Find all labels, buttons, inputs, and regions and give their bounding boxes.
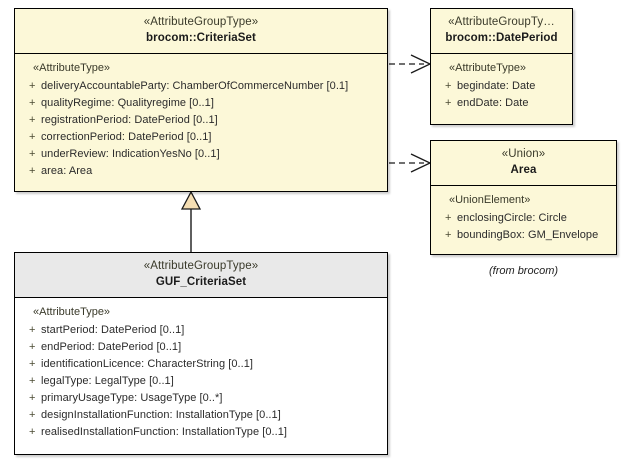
attribute-label: registrationPeriod: DatePeriod [0..1] <box>41 114 218 126</box>
attribute-row[interactable]: + registrationPeriod: DatePeriod [0..1] <box>15 112 387 129</box>
attribute-compartment-area: «UnionElement» + enclosingCircle: Circle… <box>431 186 616 249</box>
compartment-stereotype: «AttributeType» <box>33 62 111 74</box>
class-stereotype: «AttributeGroupTy… <box>448 16 555 28</box>
visibility-marker: + <box>29 324 36 336</box>
attribute-label: qualityRegime: Qualityregime [0..1] <box>41 97 214 109</box>
class-stereotype: «AttributeGroupType» <box>143 260 259 272</box>
attribute-label: realisedInstallationFunction: Installati… <box>41 426 288 438</box>
attribute-row[interactable]: + designInstallationFunction: Installati… <box>15 407 387 424</box>
attribute-label: correctionPeriod: DatePeriod [0..1] <box>41 131 212 143</box>
attribute-label: legalType: LegalType [0..1] <box>41 375 174 387</box>
attribute-row[interactable]: + boundingBox: GM_Envelope <box>431 227 616 244</box>
dependency-criteriaset-to-area <box>389 153 432 173</box>
visibility-marker: + <box>445 229 452 241</box>
attribute-row[interactable]: + begindate: Date <box>431 78 572 95</box>
attribute-label: underReview: IndicationYesNo [0..1] <box>41 148 220 160</box>
compartment-stereotype: «AttributeType» <box>33 306 111 318</box>
dependency-criteriaset-to-dateperiod <box>389 54 432 74</box>
class-box-area[interactable]: «Union» Area «UnionElement» + enclosingC… <box>430 140 617 255</box>
attribute-label: endPeriod: DatePeriod [0..1] <box>41 341 182 353</box>
attribute-label: boundingBox: GM_Envelope <box>457 229 599 241</box>
class-box-brocom-criteriaset[interactable]: «AttributeGroupType» brocom::CriteriaSet… <box>14 8 388 192</box>
visibility-marker: + <box>29 392 36 404</box>
attribute-row[interactable]: + correctionPeriod: DatePeriod [0..1] <box>15 129 387 146</box>
class-header-area: «Union» Area <box>431 141 616 186</box>
package-origin-caption-area: (from brocom) <box>488 265 559 277</box>
hollow-triangle-arrowhead-icon <box>180 190 202 210</box>
visibility-marker: + <box>29 165 36 177</box>
attribute-row[interactable]: + realisedInstallationFunction: Installa… <box>15 424 387 441</box>
attribute-compartment-brocom-dateperiod: «AttributeType» + begindate: Date + endD… <box>431 54 572 117</box>
attribute-label: endDate: Date <box>457 97 529 109</box>
attribute-label: area: Area <box>41 165 93 177</box>
attribute-row[interactable]: + qualityRegime: Qualityregime [0..1] <box>15 95 387 112</box>
class-box-guf-criteriaset[interactable]: «AttributeGroupType» GUF_CriteriaSet «At… <box>14 252 388 455</box>
class-name: GUF_CriteriaSet <box>155 276 247 288</box>
attribute-row[interactable]: + legalType: LegalType [0..1] <box>15 373 387 390</box>
class-name: brocom::CriteriaSet <box>146 32 256 44</box>
attribute-row[interactable]: + startPeriod: DatePeriod [0..1] <box>15 322 387 339</box>
attribute-row[interactable]: + endDate: Date <box>431 95 572 112</box>
visibility-marker: + <box>29 375 36 387</box>
attribute-row[interactable]: + primaryUsageType: UsageType [0..*] <box>15 390 387 407</box>
visibility-marker: + <box>29 114 36 126</box>
compartment-stereotype: «UnionElement» <box>449 194 531 206</box>
attribute-label: identificationLicence: CharacterString [… <box>41 358 253 370</box>
attribute-label: primaryUsageType: UsageType [0..*] <box>41 392 223 404</box>
class-stereotype: «Union» <box>501 148 546 160</box>
visibility-marker: + <box>29 358 36 370</box>
attribute-row[interactable]: + enclosingCircle: Circle <box>431 210 616 227</box>
visibility-marker: + <box>29 80 36 92</box>
class-box-brocom-dateperiod[interactable]: «AttributeGroupTy… brocom::DatePeriod «A… <box>430 8 573 125</box>
attribute-label: designInstallationFunction: Installation… <box>41 409 281 421</box>
visibility-marker: + <box>29 97 36 109</box>
attribute-row[interactable]: + deliveryAccountableParty: ChamberOfCom… <box>15 78 387 95</box>
attribute-label: begindate: Date <box>457 80 536 92</box>
attribute-row[interactable]: + endPeriod: DatePeriod [0..1] <box>15 339 387 356</box>
attribute-label: deliveryAccountableParty: ChamberOfComme… <box>41 80 349 92</box>
generalization-guf-to-criteriaset <box>180 190 202 252</box>
open-arrowhead-icon <box>410 54 432 74</box>
visibility-marker: + <box>29 409 36 421</box>
visibility-marker: + <box>445 212 452 224</box>
attribute-label: enclosingCircle: Circle <box>457 212 567 224</box>
compartment-stereotype: «AttributeType» <box>449 62 527 74</box>
attribute-row[interactable]: + underReview: IndicationYesNo [0..1] <box>15 146 387 163</box>
visibility-marker: + <box>29 341 36 353</box>
class-name: Area <box>510 164 537 176</box>
class-header-brocom-criteriaset: «AttributeGroupType» brocom::CriteriaSet <box>15 9 387 54</box>
attribute-label: startPeriod: DatePeriod [0..1] <box>41 324 185 336</box>
attribute-row[interactable]: + area: Area <box>15 163 387 180</box>
class-header-guf-criteriaset: «AttributeGroupType» GUF_CriteriaSet <box>15 253 387 298</box>
class-stereotype: «AttributeGroupType» <box>143 16 259 28</box>
visibility-marker: + <box>445 80 452 92</box>
visibility-marker: + <box>29 148 36 160</box>
attribute-compartment-guf-criteriaset: «AttributeType» + startPeriod: DatePerio… <box>15 298 387 446</box>
visibility-marker: + <box>29 131 36 143</box>
open-arrowhead-icon <box>410 153 432 173</box>
attribute-row[interactable]: + identificationLicence: CharacterString… <box>15 356 387 373</box>
visibility-marker: + <box>445 97 452 109</box>
class-header-brocom-dateperiod: «AttributeGroupTy… brocom::DatePeriod <box>431 9 572 54</box>
class-name: brocom::DatePeriod <box>445 32 558 44</box>
attribute-compartment-brocom-criteriaset: «AttributeType» + deliveryAccountablePar… <box>15 54 387 185</box>
visibility-marker: + <box>29 426 36 438</box>
